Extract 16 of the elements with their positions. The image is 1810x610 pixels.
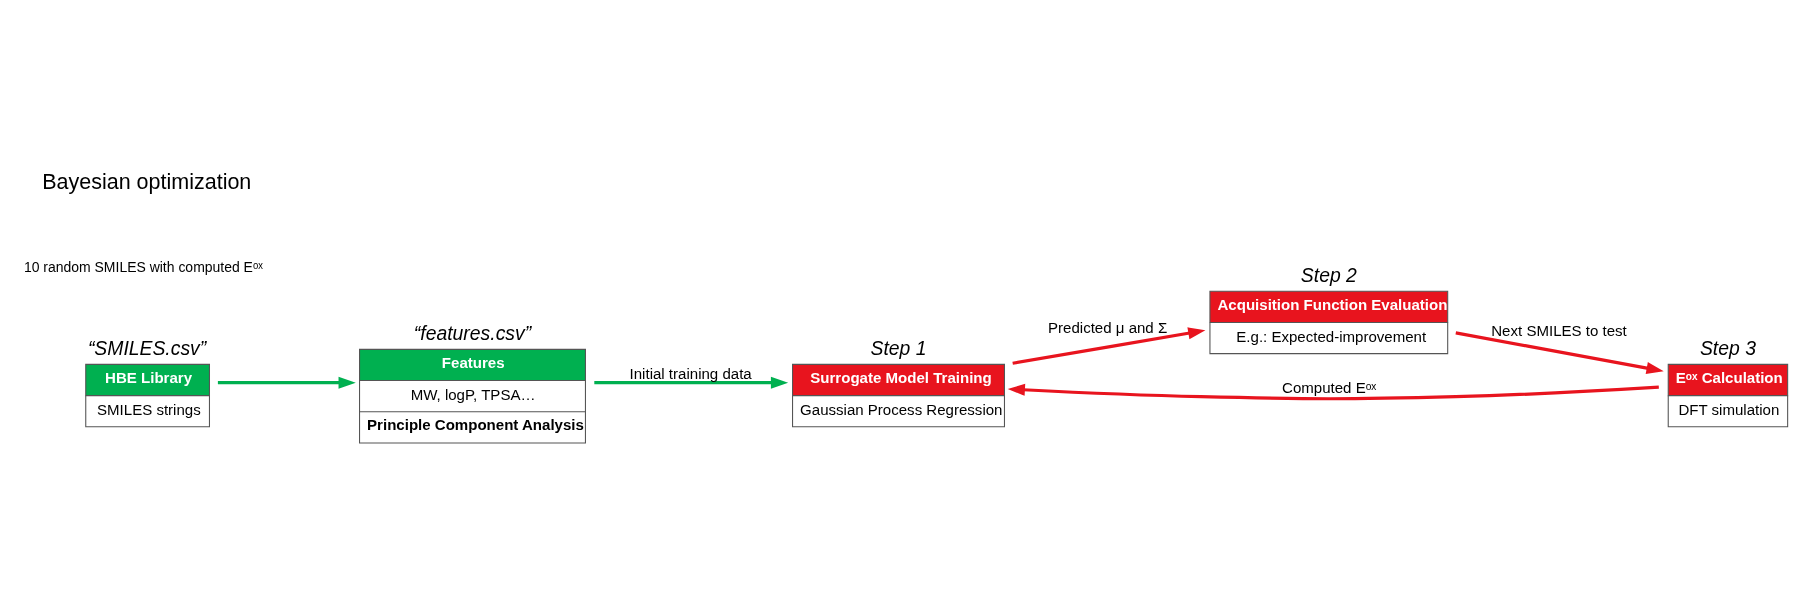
label: Bayesian optimization bbox=[41, 169, 251, 194]
arrow bbox=[1011, 326, 1205, 365]
label: 10 random SMILES with computed Eᵒˣ bbox=[23, 258, 263, 275]
arrow bbox=[593, 376, 788, 389]
edge-label: Predicted μ and Σ bbox=[1047, 318, 1167, 336]
arrow bbox=[1007, 383, 1659, 400]
arrow bbox=[217, 376, 356, 389]
edge-label: Initial training data bbox=[629, 364, 752, 382]
node-label: Step 3 bbox=[1699, 336, 1756, 359]
node-label: “SMILES.csv” bbox=[87, 336, 206, 359]
arrow bbox=[1455, 330, 1664, 374]
node-label: Step 2 bbox=[1300, 263, 1357, 286]
edge-label: Next SMILES to test bbox=[1490, 321, 1627, 339]
edge-label: Computed Eᵒˣ bbox=[1281, 378, 1376, 396]
node-label: “features.csv” bbox=[413, 321, 531, 344]
node-label: Step 1 bbox=[870, 336, 927, 359]
